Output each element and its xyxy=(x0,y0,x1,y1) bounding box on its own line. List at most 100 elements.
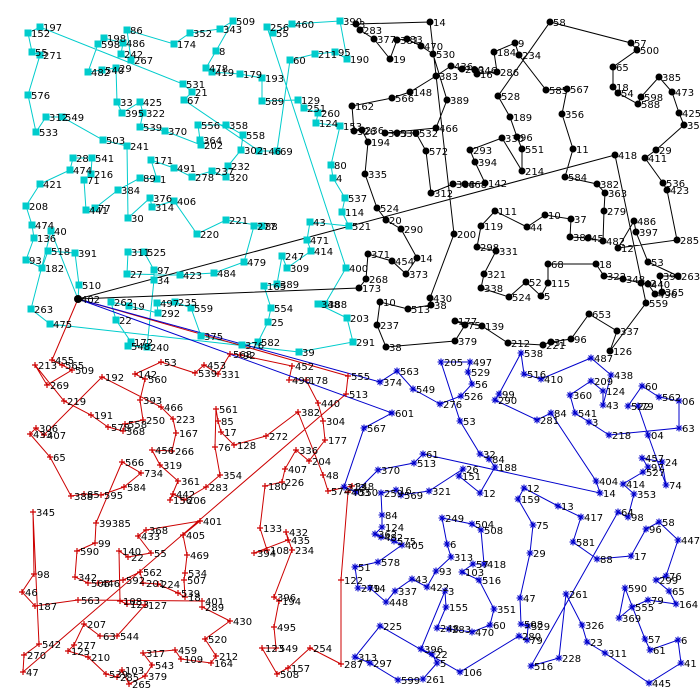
point-label: 538 xyxy=(524,349,543,360)
point-marker xyxy=(260,282,268,290)
point-label: 37 xyxy=(574,215,587,226)
point-marker xyxy=(112,64,120,72)
point-marker xyxy=(491,463,499,471)
point-marker xyxy=(624,513,632,521)
point-marker xyxy=(85,580,91,586)
point-marker xyxy=(413,254,421,262)
point-marker xyxy=(61,398,67,404)
point-marker xyxy=(258,74,266,82)
point-marker xyxy=(66,166,74,174)
point-label: 58 xyxy=(662,518,675,529)
point-marker xyxy=(541,211,549,219)
point-label: 75 xyxy=(468,321,481,332)
point-label: 96 xyxy=(649,525,662,536)
point-label: 270 xyxy=(27,651,46,662)
point-label: 354 xyxy=(223,471,242,482)
point-marker xyxy=(182,594,188,600)
point-label: 247 xyxy=(285,252,304,263)
point-label: 358 xyxy=(229,121,248,132)
point-label: 103 xyxy=(465,568,484,579)
point-marker xyxy=(149,447,155,453)
point-marker xyxy=(240,258,248,266)
point-label: 348 xyxy=(321,300,340,311)
point-label: 32 xyxy=(483,450,496,461)
point-label: 397 xyxy=(639,228,658,239)
point-marker xyxy=(259,645,265,651)
point-marker xyxy=(212,47,220,55)
point-marker xyxy=(377,489,385,497)
point-label: 29 xyxy=(533,549,546,560)
point-marker xyxy=(72,574,78,580)
point-marker xyxy=(311,50,319,58)
point-label: 417 xyxy=(584,513,603,524)
point-label: 486 xyxy=(126,39,145,50)
point-label: 89 xyxy=(143,174,156,185)
point-marker xyxy=(158,359,164,365)
point-label: 306 xyxy=(39,424,58,435)
point-marker xyxy=(123,270,131,278)
point-label: 04 xyxy=(651,431,664,442)
point-marker xyxy=(38,264,46,272)
point-label: 254 xyxy=(313,644,332,655)
point-marker xyxy=(239,131,247,139)
point-marker xyxy=(88,154,96,162)
point-marker xyxy=(294,96,302,104)
point-label: 6 xyxy=(681,636,687,647)
point-marker xyxy=(637,279,645,287)
point-marker xyxy=(606,347,614,355)
point-label: 302 xyxy=(244,146,263,157)
point-marker xyxy=(20,669,26,675)
point-marker xyxy=(520,484,528,492)
point-label: 293 xyxy=(473,146,492,157)
point-marker xyxy=(286,377,292,383)
point-marker xyxy=(634,100,642,108)
point-label: 394 xyxy=(257,549,276,560)
point-marker xyxy=(651,290,659,298)
point-label: 80 xyxy=(334,161,347,172)
point-label: 165 xyxy=(267,282,286,293)
point-label: 99 xyxy=(98,539,111,550)
point-label: 425 xyxy=(143,98,162,109)
point-marker xyxy=(668,88,676,96)
point-marker xyxy=(443,96,451,104)
point-marker xyxy=(71,642,77,648)
point-label: 598 xyxy=(644,93,663,104)
point-marker xyxy=(627,39,635,47)
point-marker xyxy=(585,310,593,318)
point-marker xyxy=(140,417,146,423)
point-label: 187 xyxy=(38,602,57,613)
point-label: 164 xyxy=(214,659,233,670)
point-marker xyxy=(515,632,523,640)
point-marker xyxy=(136,174,144,182)
point-label: 531 xyxy=(186,80,205,91)
point-marker xyxy=(140,248,148,256)
point-label: 133 xyxy=(263,524,282,535)
point-label: 164 xyxy=(679,600,698,611)
point-label: 313 xyxy=(347,483,366,494)
point-label: 568 xyxy=(233,350,252,361)
point-label: 558 xyxy=(246,131,265,142)
point-marker xyxy=(675,109,683,117)
point-label: 55 xyxy=(276,29,289,40)
point-label: 479 xyxy=(247,258,266,269)
point-label: 430 xyxy=(233,617,252,628)
point-marker xyxy=(655,393,663,401)
point-label: 393 xyxy=(388,129,407,140)
point-label: 376 xyxy=(153,194,172,205)
point-marker xyxy=(170,164,178,172)
point-marker xyxy=(65,648,71,654)
point-label: 572 xyxy=(429,147,448,158)
point-marker xyxy=(408,575,416,583)
point-marker xyxy=(315,400,321,406)
point-marker xyxy=(135,533,141,539)
point-label: 3 xyxy=(592,418,598,429)
point-marker xyxy=(36,51,44,59)
point-label: 68 xyxy=(551,260,564,271)
point-label: 122 xyxy=(344,576,363,587)
point-marker xyxy=(184,552,190,558)
point-label: 248 xyxy=(440,624,459,635)
point-marker xyxy=(140,650,146,656)
point-marker xyxy=(197,332,205,340)
point-marker xyxy=(593,180,601,188)
point-label: 53 xyxy=(463,417,476,428)
